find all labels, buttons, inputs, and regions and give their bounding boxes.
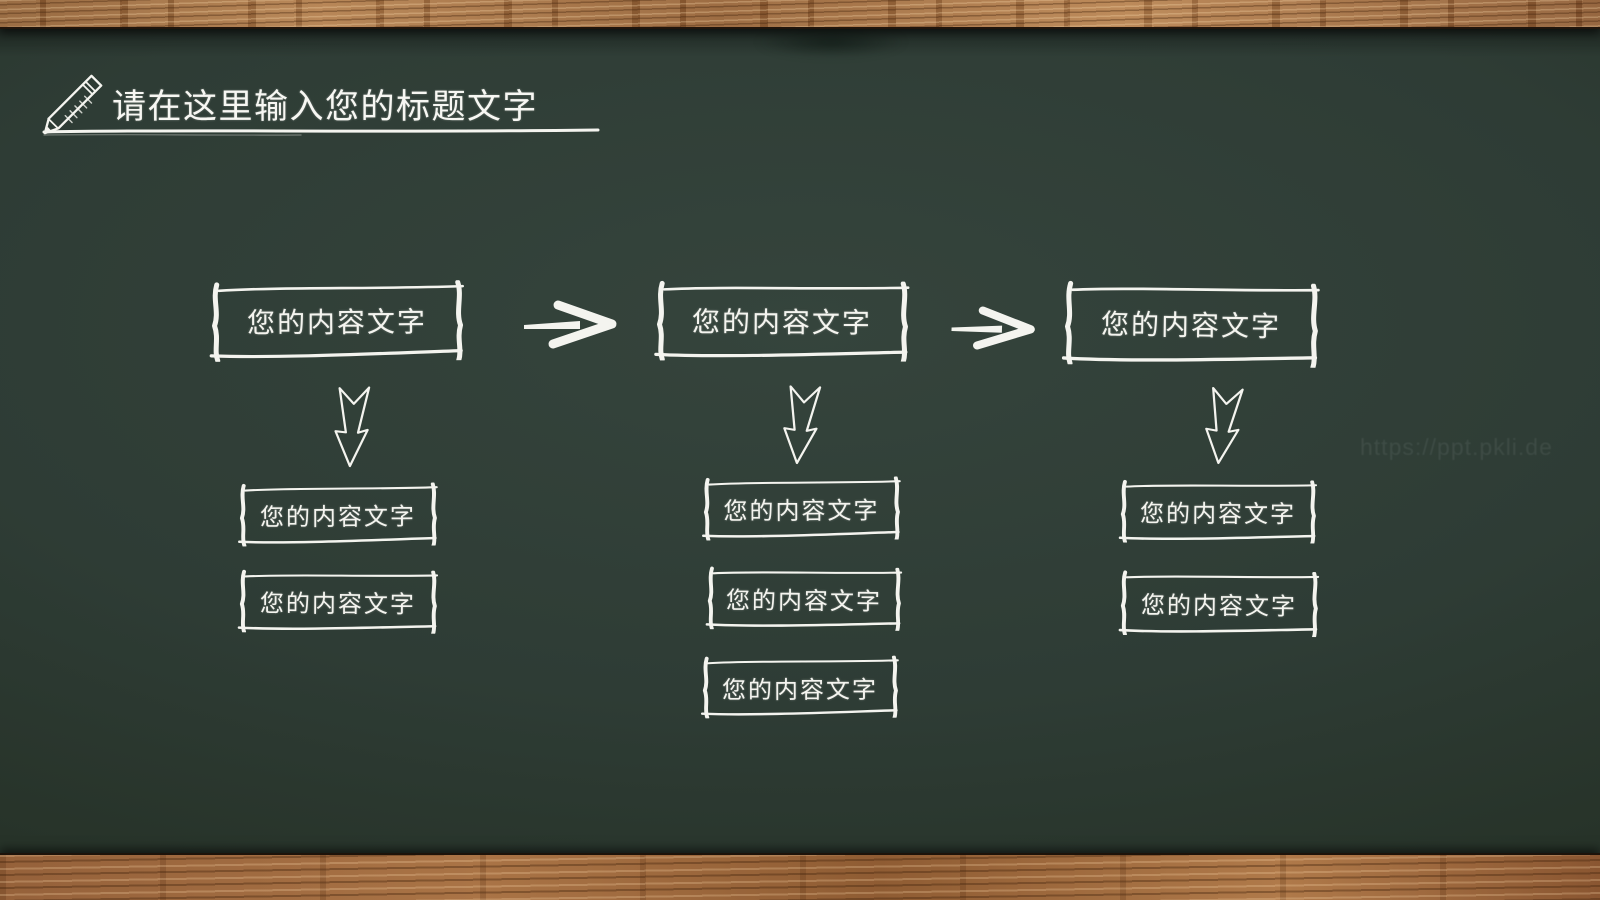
down-arrow-icon [333, 385, 371, 468]
flow-box-col2-item1[interactable]: 您的内容文字 [700, 476, 903, 541]
flow-box-label: 您的内容文字 [1139, 500, 1297, 529]
flow-box-col1-top[interactable]: 您的内容文字 [207, 280, 468, 362]
down-arrow-icon [1201, 385, 1244, 466]
flow-box-label: 您的内容文字 [259, 503, 417, 532]
wood-frame-bottom [0, 853, 1600, 900]
flow-box-col3-item2[interactable]: 您的内容文字 [1117, 570, 1322, 637]
chalk-smudge [756, 26, 906, 58]
slide-title[interactable]: 请在这里输入您的标题文字 [112, 88, 538, 126]
flow-box-col3-top[interactable]: 您的内容文字 [1059, 280, 1322, 368]
right-arrow-icon [520, 298, 620, 350]
flow-box-label: 您的内容文字 [1100, 308, 1282, 343]
flow-box-label: 您的内容文字 [721, 676, 879, 704]
flow-box-col2-item2[interactable]: 您的内容文字 [704, 566, 905, 631]
flow-box-label: 您的内容文字 [1140, 592, 1298, 621]
flow-box-label: 您的内容文字 [246, 306, 428, 339]
flow-box-label: 您的内容文字 [723, 497, 880, 526]
chalkboard-background [0, 27, 1600, 855]
flow-box-label: 您的内容文字 [691, 306, 873, 339]
flow-box-col2-top[interactable]: 您的内容文字 [652, 280, 912, 361]
flow-box-col2-item3[interactable]: 您的内容文字 [699, 655, 901, 719]
flow-box-col1-item1[interactable]: 您的内容文字 [236, 482, 440, 547]
flow-box-col3-item1[interactable]: 您的内容文字 [1117, 479, 1319, 544]
title-underline [42, 128, 600, 136]
down-arrow-icon [780, 383, 822, 466]
flow-box-label: 您的内容文字 [725, 587, 883, 616]
watermark: https://ppt.pkli.de [1360, 434, 1553, 460]
right-arrow-icon [947, 300, 1039, 355]
flow-box-col1-item2[interactable]: 您的内容文字 [236, 569, 440, 634]
wood-frame-top [0, 0, 1600, 29]
flow-box-label: 您的内容文字 [259, 590, 417, 619]
